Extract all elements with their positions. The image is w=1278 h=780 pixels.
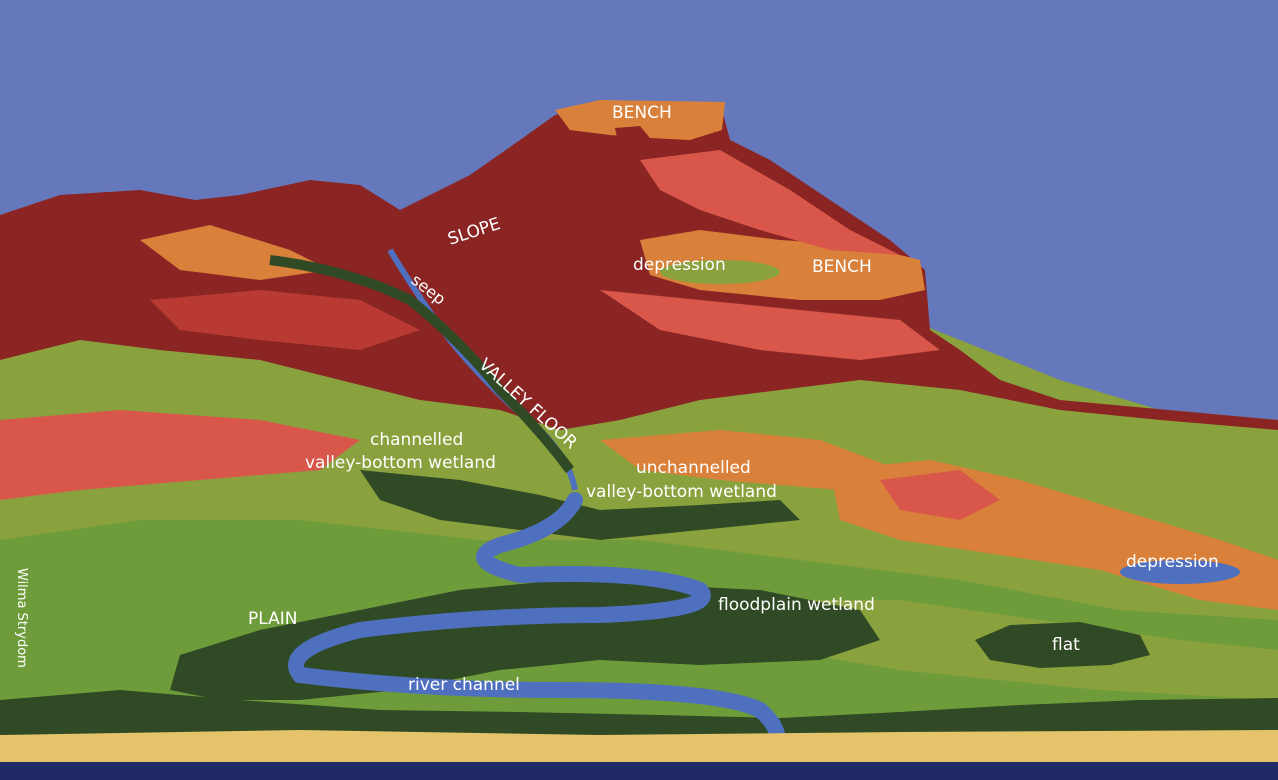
floodplain-vegetation <box>170 580 880 700</box>
label-river-channel: river channel <box>408 675 520 695</box>
flat-wetland <box>975 622 1150 668</box>
depression-right-pool <box>1120 560 1240 584</box>
foreground-vegetation <box>0 690 1278 735</box>
label-unchannelled-2: valley-bottom wetland <box>586 482 777 502</box>
label-channelled-2: valley-bottom wetland <box>305 453 496 473</box>
slope-band-1 <box>640 150 900 255</box>
lower-orange-left <box>0 410 360 500</box>
label-bench-top: BENCH <box>612 103 672 123</box>
depression-top-pool <box>660 260 780 284</box>
label-depression-top: depression <box>633 255 726 275</box>
label-flat: flat <box>1052 635 1080 655</box>
label-depression-right: depression <box>1126 552 1219 572</box>
deep-water <box>0 762 1278 780</box>
lower-coral-right <box>880 470 1000 520</box>
bench-top <box>555 100 725 140</box>
river-channel <box>288 492 786 773</box>
label-bench-right: BENCH <box>812 257 872 277</box>
label-floodplain: floodplain wetland <box>718 595 875 615</box>
credit-text: Wilma Strydom <box>14 568 29 668</box>
lower-orange-mid <box>600 430 900 490</box>
seep-vegetation <box>269 255 574 474</box>
label-channelled-1: channelled <box>370 430 463 450</box>
sand-beach <box>0 730 1278 765</box>
label-unchannelled-1: unchannelled <box>636 458 751 478</box>
slope-band-4 <box>600 290 940 360</box>
label-plain: PLAIN <box>248 609 297 629</box>
slope-band-3 <box>150 290 420 350</box>
